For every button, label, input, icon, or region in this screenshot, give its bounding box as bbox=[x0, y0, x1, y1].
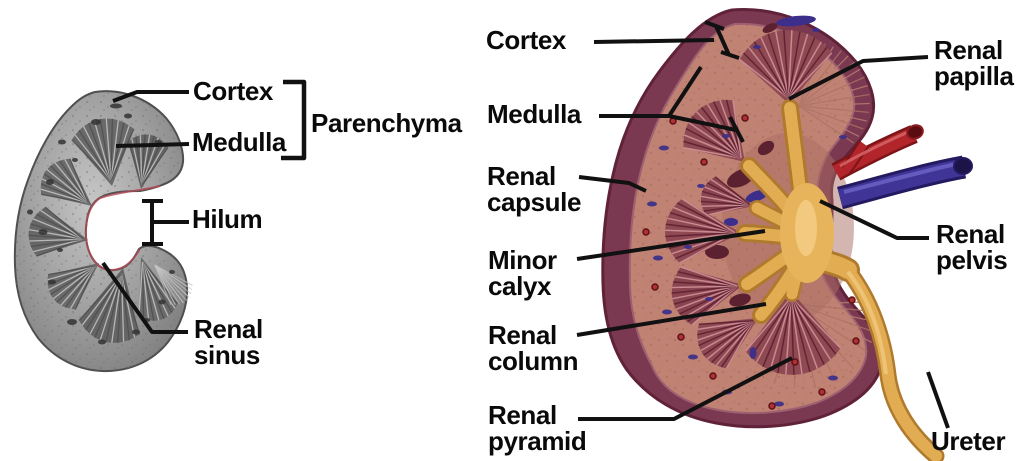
label-renal-column: Renal column bbox=[488, 320, 579, 376]
leader-lines bbox=[101, 20, 950, 429]
label-renal-sinus: Renal sinus bbox=[194, 314, 263, 370]
renal-vein bbox=[837, 155, 973, 210]
label-cortex-right: Cortex bbox=[486, 25, 566, 55]
cortex-vessel-specks bbox=[642, 28, 860, 410]
label-renal-pyramid: Renal pyramid bbox=[488, 400, 587, 456]
label-parenchyma: Parenchyma bbox=[311, 108, 462, 138]
label-hilum: Hilum bbox=[192, 204, 263, 234]
gross-kidney-photo bbox=[13, 90, 193, 373]
label-minor-calyx: Minor calyx bbox=[488, 245, 557, 301]
renal-artery bbox=[831, 124, 924, 181]
label-medulla-right: Medulla bbox=[487, 99, 581, 129]
label-ureter: Ureter bbox=[931, 426, 1006, 456]
label-renal-papilla: Renal papilla bbox=[934, 35, 1014, 91]
photo-specks bbox=[27, 103, 175, 345]
kidney-illustration bbox=[601, 8, 973, 461]
label-medulla-left: Medulla bbox=[192, 127, 286, 157]
label-cortex-left: Cortex bbox=[193, 76, 273, 106]
label-renal-capsule: Renal capsule bbox=[487, 161, 582, 217]
label-renal-pelvis: Renal pelvis bbox=[936, 219, 1008, 275]
